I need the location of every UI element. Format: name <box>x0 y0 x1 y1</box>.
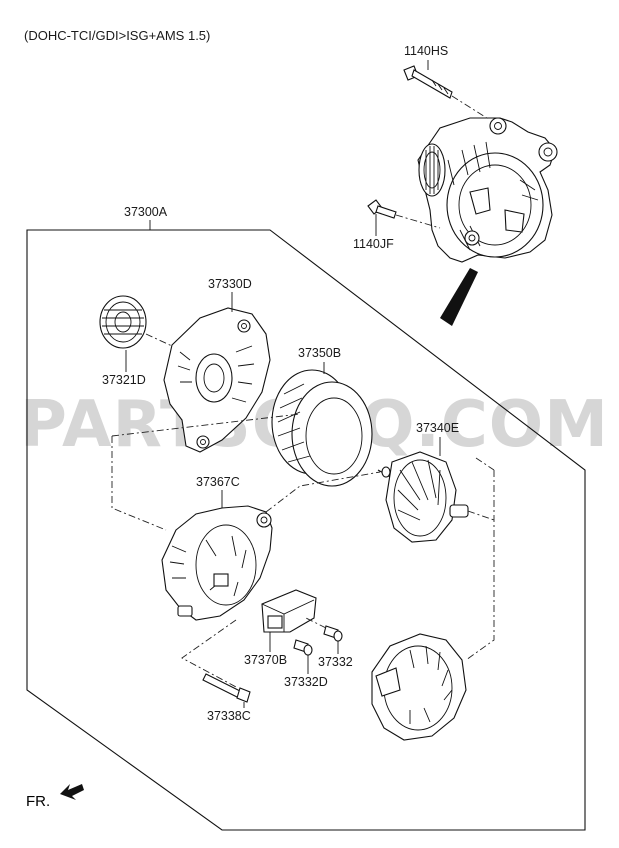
guide-rotor-top <box>475 457 495 471</box>
bolt-1140hs-guide <box>451 95 491 121</box>
pulley-guide <box>145 333 173 347</box>
fr-direction-label: FR. <box>26 793 50 810</box>
bolt-1140jf[interactable] <box>367 199 397 219</box>
rear-bracket-37367c[interactable] <box>161 505 273 621</box>
label-1140jf: 1140JF <box>353 237 394 251</box>
label-37340e: 37340E <box>416 421 459 435</box>
label-37350b: 37350B <box>298 346 341 360</box>
alternator-assembly[interactable] <box>417 117 558 263</box>
pulley-37321d[interactable] <box>99 295 147 349</box>
rotor-guide <box>467 510 495 521</box>
guide-top-cross <box>111 413 301 437</box>
assembly-pointer-arrow <box>440 268 478 326</box>
label-37300a: 37300A <box>124 205 168 219</box>
screw-37332-guide <box>305 617 327 629</box>
regulator-37370b[interactable] <box>261 589 317 633</box>
assembly-frame <box>26 229 586 831</box>
screw-37332[interactable] <box>323 625 343 642</box>
label-37330d: 37330D <box>208 277 252 291</box>
through-bolt-37338c[interactable] <box>202 673 251 703</box>
fr-arrow-icon <box>60 784 84 800</box>
label-37367c: 37367C <box>196 475 240 489</box>
guide-left-lower <box>181 619 239 689</box>
label-37370b: 37370B <box>244 653 287 667</box>
rotor-37340e[interactable] <box>377 451 469 543</box>
stator-37350b[interactable] <box>271 369 373 487</box>
label-37321d: 37321D <box>102 373 146 387</box>
variant-header: (DOHC-TCI/GDI>ISG+AMS 1.5) <box>24 28 210 43</box>
label-37332: 37332 <box>318 655 353 669</box>
front-bracket-37330d[interactable] <box>163 307 271 453</box>
rear-cover[interactable] <box>371 633 467 741</box>
guide-right-vertical <box>465 470 495 661</box>
label-37332d: 37332D <box>284 675 328 689</box>
bolt-1140hs[interactable] <box>403 65 453 99</box>
screw-37332d[interactable] <box>293 639 313 656</box>
guide-left-upper <box>111 436 167 531</box>
guide-mid <box>265 471 381 513</box>
label-37338c: 37338C <box>207 709 251 723</box>
label-1140hs: 1140HS <box>404 44 448 58</box>
